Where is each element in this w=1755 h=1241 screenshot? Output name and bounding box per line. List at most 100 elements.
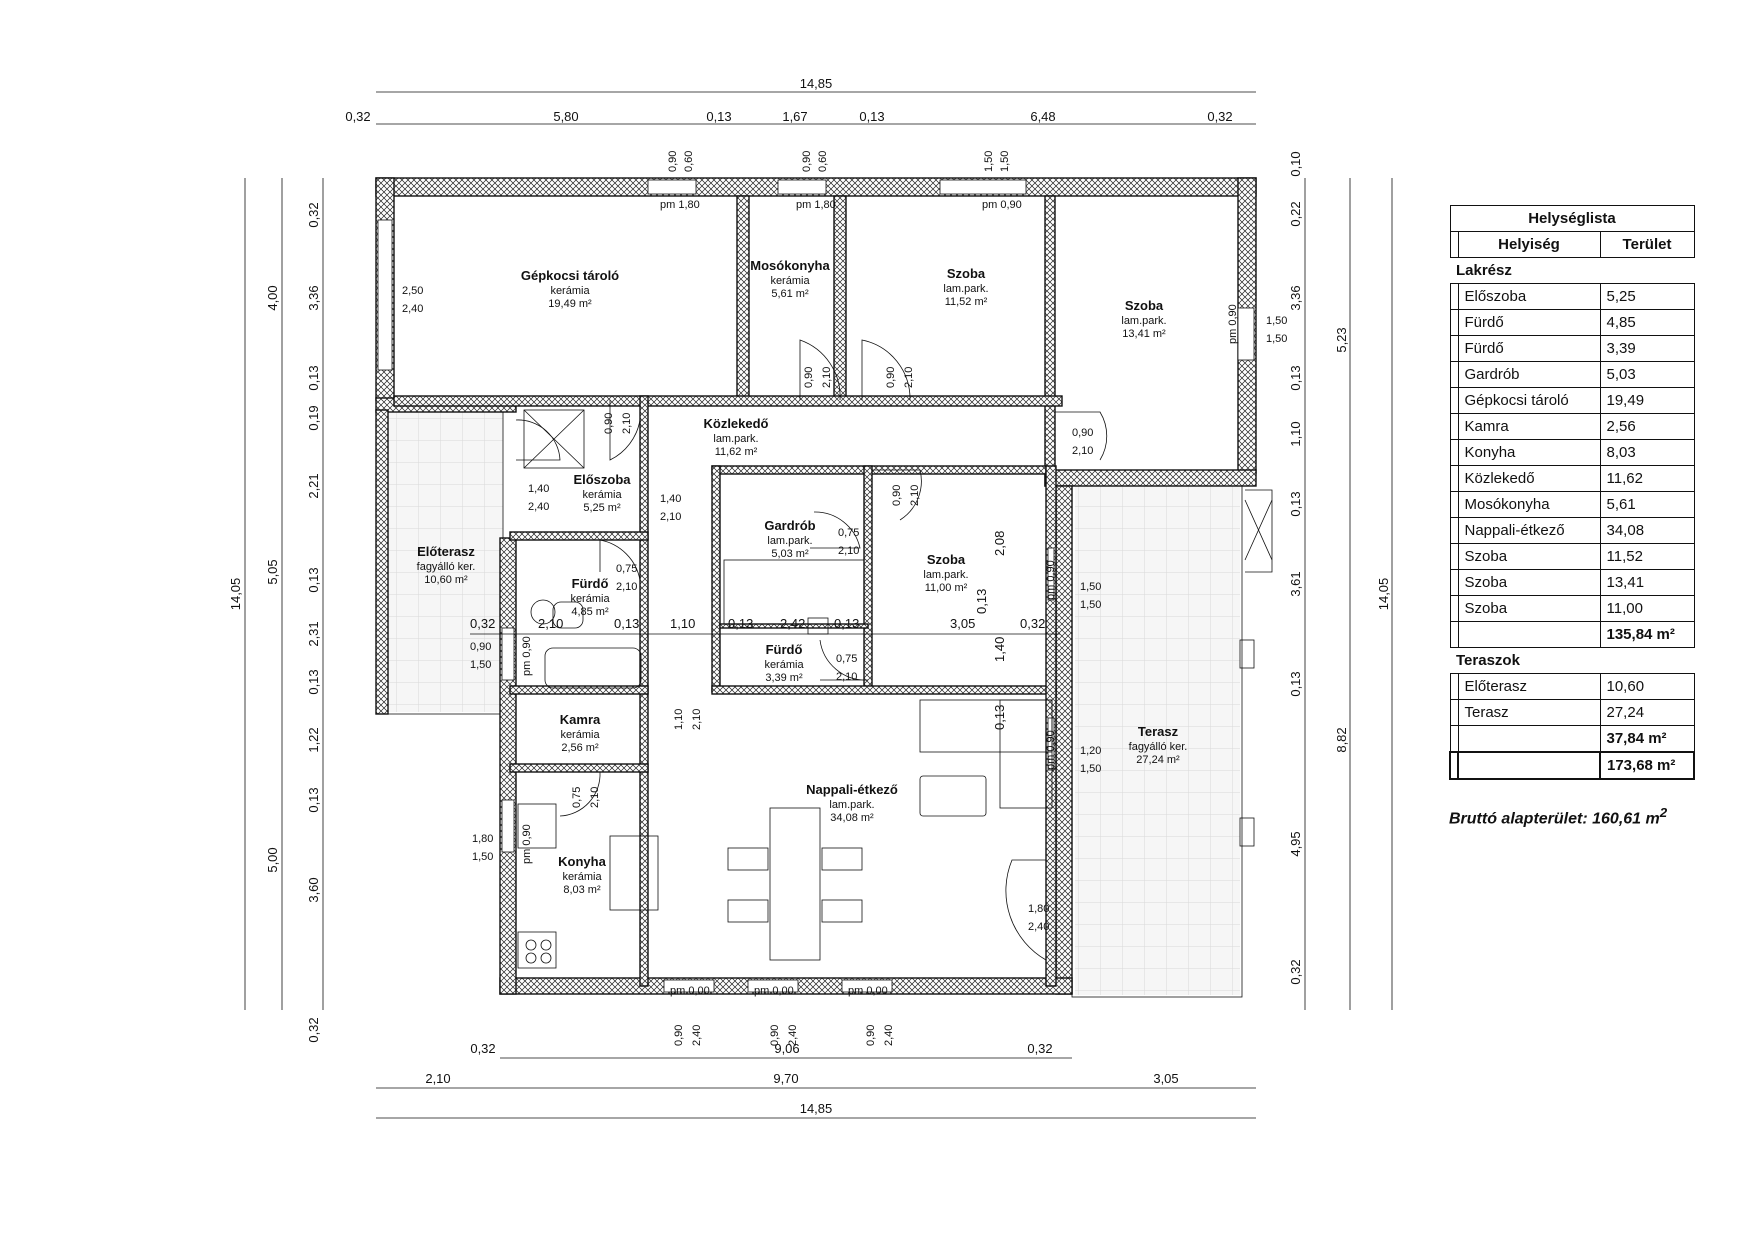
dim-left-inner-3: 0,19 bbox=[306, 405, 321, 430]
area-cell: 27,24 bbox=[1599, 699, 1695, 726]
inner-dims: 0,32 2,10 0,13 1,10 0,13 2,42 0,13 3,05 … bbox=[470, 531, 1045, 730]
dim-bottom-inner-1: 9,06 bbox=[774, 1041, 799, 1056]
area-cell: 10,60 bbox=[1599, 673, 1695, 700]
svg-text:2,40: 2,40 bbox=[691, 1025, 703, 1046]
room-szoba-1: Szoba lam.park. 11,52 m² bbox=[943, 266, 988, 308]
room-gepkocsi: Gépkocsi tároló kerámia 19,49 m² bbox=[521, 268, 619, 310]
room-nappali: Nappali-étkező lam.park. 34,08 m² bbox=[806, 782, 898, 824]
table-total-row: 173,68 m² bbox=[1449, 751, 1695, 780]
svg-text:pm 0,00: pm 0,00 bbox=[754, 985, 794, 997]
svg-text:1,50: 1,50 bbox=[1080, 581, 1101, 593]
svg-text:1,10: 1,10 bbox=[673, 709, 685, 730]
svg-text:0,90: 0,90 bbox=[1072, 427, 1093, 439]
eloterasz-floor bbox=[383, 412, 503, 712]
area-cell: 4,85 bbox=[1599, 309, 1695, 336]
svg-text:0,75: 0,75 bbox=[838, 527, 859, 539]
svg-text:2,10: 2,10 bbox=[616, 581, 637, 593]
svg-text:Fürdő: Fürdő bbox=[572, 576, 609, 591]
area-cell: 13,41 bbox=[1599, 569, 1695, 596]
svg-text:2,40: 2,40 bbox=[787, 1025, 799, 1046]
svg-text:1,50: 1,50 bbox=[1080, 763, 1101, 775]
svg-text:2,42: 2,42 bbox=[780, 616, 805, 631]
svg-text:fagyálló ker.: fagyálló ker. bbox=[1129, 741, 1188, 753]
room-terasz: Terasz fagyálló ker. 27,24 m² bbox=[1129, 724, 1188, 766]
area-cell: 11,52 bbox=[1599, 543, 1695, 570]
svg-text:1,50: 1,50 bbox=[1266, 333, 1287, 345]
dim-left-inner-5: 0,13 bbox=[306, 567, 321, 592]
dim-left-inner-7: 0,13 bbox=[306, 669, 321, 694]
dim-right-inner-2: 3,36 bbox=[1288, 285, 1303, 310]
svg-text:0,90: 0,90 bbox=[769, 1025, 781, 1046]
svg-text:kerámia: kerámia bbox=[570, 593, 610, 605]
svg-text:2,40: 2,40 bbox=[883, 1025, 895, 1046]
dim-right-mid-0: 5,23 bbox=[1334, 327, 1349, 352]
svg-text:2,10: 2,10 bbox=[821, 367, 833, 388]
room-cell: Kamra bbox=[1457, 413, 1601, 440]
area-cell: 5,03 bbox=[1599, 361, 1695, 388]
svg-text:1,80: 1,80 bbox=[472, 833, 493, 845]
gross-area: Bruttó alapterület: 160,61 m2 bbox=[1449, 805, 1667, 828]
svg-text:Szoba: Szoba bbox=[947, 266, 986, 281]
room-cell: Szoba bbox=[1457, 569, 1601, 596]
table-title-row: Helységlista bbox=[1449, 205, 1695, 232]
svg-text:lam.park.: lam.park. bbox=[829, 799, 874, 811]
room-konyha: Konyha kerámia 8,03 m² bbox=[558, 854, 606, 896]
area-cell: 11,62 bbox=[1599, 465, 1695, 492]
dim-top-6: 0,32 bbox=[1207, 109, 1232, 124]
room-cell: Fürdő bbox=[1457, 309, 1601, 336]
svg-text:pm 0,90: pm 0,90 bbox=[521, 636, 533, 676]
table-group-row: Teraszok bbox=[1450, 647, 1694, 674]
area-cell: 11,00 bbox=[1599, 595, 1695, 622]
room-eloszoba: Előszoba kerámia 5,25 m² bbox=[573, 472, 631, 514]
room-cell: Nappali-étkező bbox=[1457, 517, 1601, 544]
subtotal-row: 37,84 m² bbox=[1449, 725, 1695, 753]
svg-text:0,90: 0,90 bbox=[865, 1025, 877, 1046]
svg-text:kerámia: kerámia bbox=[582, 489, 622, 501]
svg-text:2,10: 2,10 bbox=[660, 511, 681, 523]
dim-left-total: 14,05 bbox=[228, 578, 243, 611]
svg-text:kerámia: kerámia bbox=[550, 285, 590, 297]
svg-text:2,40: 2,40 bbox=[402, 303, 423, 315]
svg-text:0,90: 0,90 bbox=[470, 641, 491, 653]
svg-text:0,90: 0,90 bbox=[603, 413, 615, 434]
dim-right-inner-9: 0,32 bbox=[1288, 959, 1303, 984]
svg-text:Gardrób: Gardrób bbox=[764, 518, 815, 533]
dim-right-inner-5: 0,13 bbox=[1288, 491, 1303, 516]
svg-text:Kamra: Kamra bbox=[560, 712, 601, 727]
svg-text:lam.park.: lam.park. bbox=[767, 535, 812, 547]
room-cell: Közlekedő bbox=[1457, 465, 1601, 492]
dim-right-inner-7: 0,13 bbox=[1288, 671, 1303, 696]
dim-lines bbox=[244, 91, 1393, 1119]
dim-left-inner-4: 2,21 bbox=[306, 473, 321, 498]
svg-text:0,60: 0,60 bbox=[817, 151, 829, 172]
svg-text:pm 0,90: pm 0,90 bbox=[1227, 304, 1239, 344]
svg-text:2,10: 2,10 bbox=[538, 616, 563, 631]
dim-bottom-mid-2: 3,05 bbox=[1153, 1071, 1178, 1086]
svg-text:lam.park.: lam.park. bbox=[943, 283, 988, 295]
room-furdo-1: Fürdő kerámia 4,85 m² bbox=[570, 576, 610, 618]
gross-area-label: Bruttó alapterület: bbox=[1449, 810, 1588, 828]
svg-text:10,60 m²: 10,60 m² bbox=[424, 574, 468, 586]
room-cell: Mosókonyha bbox=[1457, 491, 1601, 518]
svg-text:1,50: 1,50 bbox=[1080, 599, 1101, 611]
svg-text:19,49 m²: 19,49 m² bbox=[548, 298, 592, 310]
svg-text:fagyálló ker.: fagyálló ker. bbox=[417, 561, 476, 573]
dim-left-inner-6: 2,31 bbox=[306, 621, 321, 646]
area-cell: 2,56 bbox=[1599, 413, 1695, 440]
dim-right-total: 14,05 bbox=[1376, 578, 1391, 611]
svg-text:2,40: 2,40 bbox=[1028, 921, 1049, 933]
dim-bottom-total: 14,85 bbox=[800, 1101, 833, 1116]
dim-bottom-mid-0: 2,10 bbox=[425, 1071, 450, 1086]
svg-text:11,52 m²: 11,52 m² bbox=[945, 296, 988, 308]
svg-text:Közlekedő: Közlekedő bbox=[703, 416, 768, 431]
svg-text:Terasz: Terasz bbox=[1138, 724, 1179, 739]
svg-text:kerámia: kerámia bbox=[764, 659, 804, 671]
dim-right-inner-8: 4,95 bbox=[1288, 831, 1303, 856]
